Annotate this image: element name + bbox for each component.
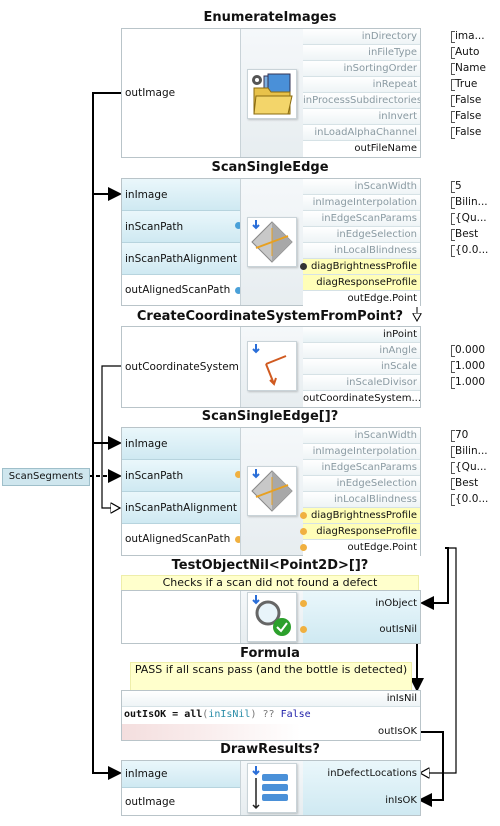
value-in-repeat: True [455,78,478,90]
value-in-local-blindness: {0.0... [455,493,489,505]
wire-coord [101,365,121,508]
scan-single-edge-node[interactable]: inImage inScanPath inScanPathAlignment o… [121,178,421,307]
scan-single-edge-title: ScanSingleEdge [211,160,329,175]
formula-editor[interactable]: outIsOK = all(inIsNil) ?? False [122,707,420,725]
scan-edge-array-icon [247,466,297,516]
port-in-scan-path[interactable]: inScanPath [122,211,240,243]
port-out-edge-point[interactable]: outEdge.Point [303,291,420,307]
port-in-object[interactable]: inObject [375,598,417,609]
value-in-scale: 1.000 [455,360,486,372]
param-in-point[interactable]: inPoint [303,327,420,343]
test-object-nil-title: TestObjectNil<Point2D>[]? [171,558,369,573]
port-in-scan-path-alignment[interactable]: inScanPathAlignment [122,492,240,524]
value-in-directory: ima... [455,30,485,42]
param-in-edge-selection[interactable]: inEdgeSelection [303,476,420,492]
scan-single-edge-array-node[interactable]: inImage inScanPath inScanPathAlignment o… [121,427,421,556]
port-out-aligned-scan-path[interactable]: outAlignedScanPath [125,284,231,296]
create-coordinate-system-node[interactable]: outCoordinateSystem inPoint inAngle inSc… [121,326,421,408]
param-in-local-blindness[interactable]: inLocalBlindness [303,492,420,508]
value-in-scan-width: 5 [455,180,462,192]
port-in-image[interactable]: inImage [122,761,240,788]
value-in-angle: 0.000 [455,344,486,356]
param-in-scale[interactable]: inScale [303,359,420,375]
param-in-scale-divisor[interactable]: inScaleDivisor [303,375,420,391]
param-in-local-blindness[interactable]: inLocalBlindness [303,243,420,259]
value-in-image-interpolation: Bilin... [455,196,488,208]
port-out-aligned-scan-path[interactable]: outAlignedScanPath [125,533,231,545]
test-object-nil-node[interactable]: inObject outIsNil [121,590,421,644]
port-out-is-ok[interactable]: outIsOK [122,724,420,740]
param-in-invert[interactable]: inInvert [303,109,420,125]
enumerate-images-node[interactable]: outImage inDirectory inFileType inSortin… [121,28,421,158]
wire-isok [418,731,444,807]
value-in-scan-width: 70 [455,429,469,441]
param-in-directory[interactable]: inDirectory [303,29,420,45]
value-in-file-type: Auto [455,46,480,58]
scan-segments-input[interactable]: ScanSegments [2,468,90,486]
value-in-edge-selection: Best [455,477,479,489]
port-in-scan-path[interactable]: inScanPath [122,460,240,492]
coordinate-system-icon [247,341,297,391]
diag-response-profile[interactable]: diagResponseProfile [303,275,420,291]
port-out-coordinate-system[interactable]: outCoordinateSystem [125,361,239,373]
value-in-scale-divisor: 1.000 [455,376,486,388]
param-in-sorting-order[interactable]: inSortingOrder [303,61,420,77]
param-in-edge-scan-params[interactable]: inEdgeScanParams [303,211,420,227]
value-in-load-alpha-channel: False [455,126,482,138]
scan-single-edge-array-title: ScanSingleEdge[]? [201,409,339,424]
param-in-image-interpolation[interactable]: inImageInterpolation [303,444,420,460]
value-in-local-blindness: {0.0... [455,244,489,256]
param-in-scan-width[interactable]: inScanWidth [303,179,420,195]
port-in-image[interactable]: inImage [122,179,240,211]
enumerate-images-title: EnumerateImages [203,10,337,25]
value-in-edge-scan-params: {Qu... [455,461,487,473]
param-in-repeat[interactable]: inRepeat [303,77,420,93]
param-in-angle[interactable]: inAngle [303,343,420,359]
param-in-file-type[interactable]: inFileType [303,45,420,61]
formula-description: PASS if all scans pass (and the bottle i… [130,662,412,692]
draw-results-node[interactable]: inImage outImage inDefectLocations inIsO… [121,760,421,816]
value-in-sorting-order: Name [455,62,486,74]
formula-node[interactable]: inIsNil outIsOK = all(inIsNil) ?? False … [121,690,421,741]
magnifier-icon [247,592,297,642]
port-out-edge-point[interactable]: outEdge.Point [303,540,420,556]
port-in-image[interactable]: inImage [122,428,240,460]
create-coordinate-system-title: CreateCoordinateSystemFromPoint? [136,309,404,324]
port-in-scan-path-alignment[interactable]: inScanPathAlignment [122,243,240,275]
wire-edge-array-1 [420,547,449,610]
port-in-is-nil[interactable]: inIsNil [122,691,420,707]
param-in-edge-scan-params[interactable]: inEdgeScanParams [303,460,420,476]
diag-response-profile[interactable]: diagResponseProfile [303,524,420,540]
test-object-nil-description: Checks if a scan did not found a defect [121,575,419,591]
param-in-edge-selection[interactable]: inEdgeSelection [303,227,420,243]
port-out-image[interactable]: outImage [125,795,176,808]
param-in-image-interpolation[interactable]: inImageInterpolation [303,195,420,211]
formula-title: Formula [240,646,300,661]
param-in-scan-width[interactable]: inScanWidth [303,428,420,444]
wire-edge-array-2 [420,547,457,773]
port-in-defect-locations[interactable]: inDefectLocations [327,768,417,779]
port-out-file-name[interactable]: outFileName [303,141,420,157]
value-in-edge-scan-params: {Qu... [455,212,487,224]
value-in-invert: False [455,110,482,122]
port-in-is-ok[interactable]: inIsOK [385,795,417,806]
port-out-image[interactable]: outImage [125,87,176,99]
param-in-process-subdirectories[interactable]: inProcessSubdirectories [303,93,420,109]
diag-brightness-profile[interactable]: diagBrightnessProfile [303,259,420,275]
value-in-image-interpolation: Bilin... [455,445,488,457]
value-in-process-subdirectories: False [455,94,482,106]
param-in-load-alpha-channel[interactable]: inLoadAlphaChannel [303,125,420,141]
folder-images-icon [247,69,297,119]
diag-brightness-profile[interactable]: diagBrightnessProfile [303,508,420,524]
value-in-edge-selection: Best [455,228,479,240]
wire-image-main [92,92,122,780]
port-out-coordinate-system-right[interactable]: outCoordinateSystem.... [303,391,420,407]
scan-edge-icon [247,217,297,267]
draw-results-title: DrawResults? [220,742,320,757]
port-out-is-nil[interactable]: outIsNil [379,624,417,635]
list-icon [247,763,297,813]
